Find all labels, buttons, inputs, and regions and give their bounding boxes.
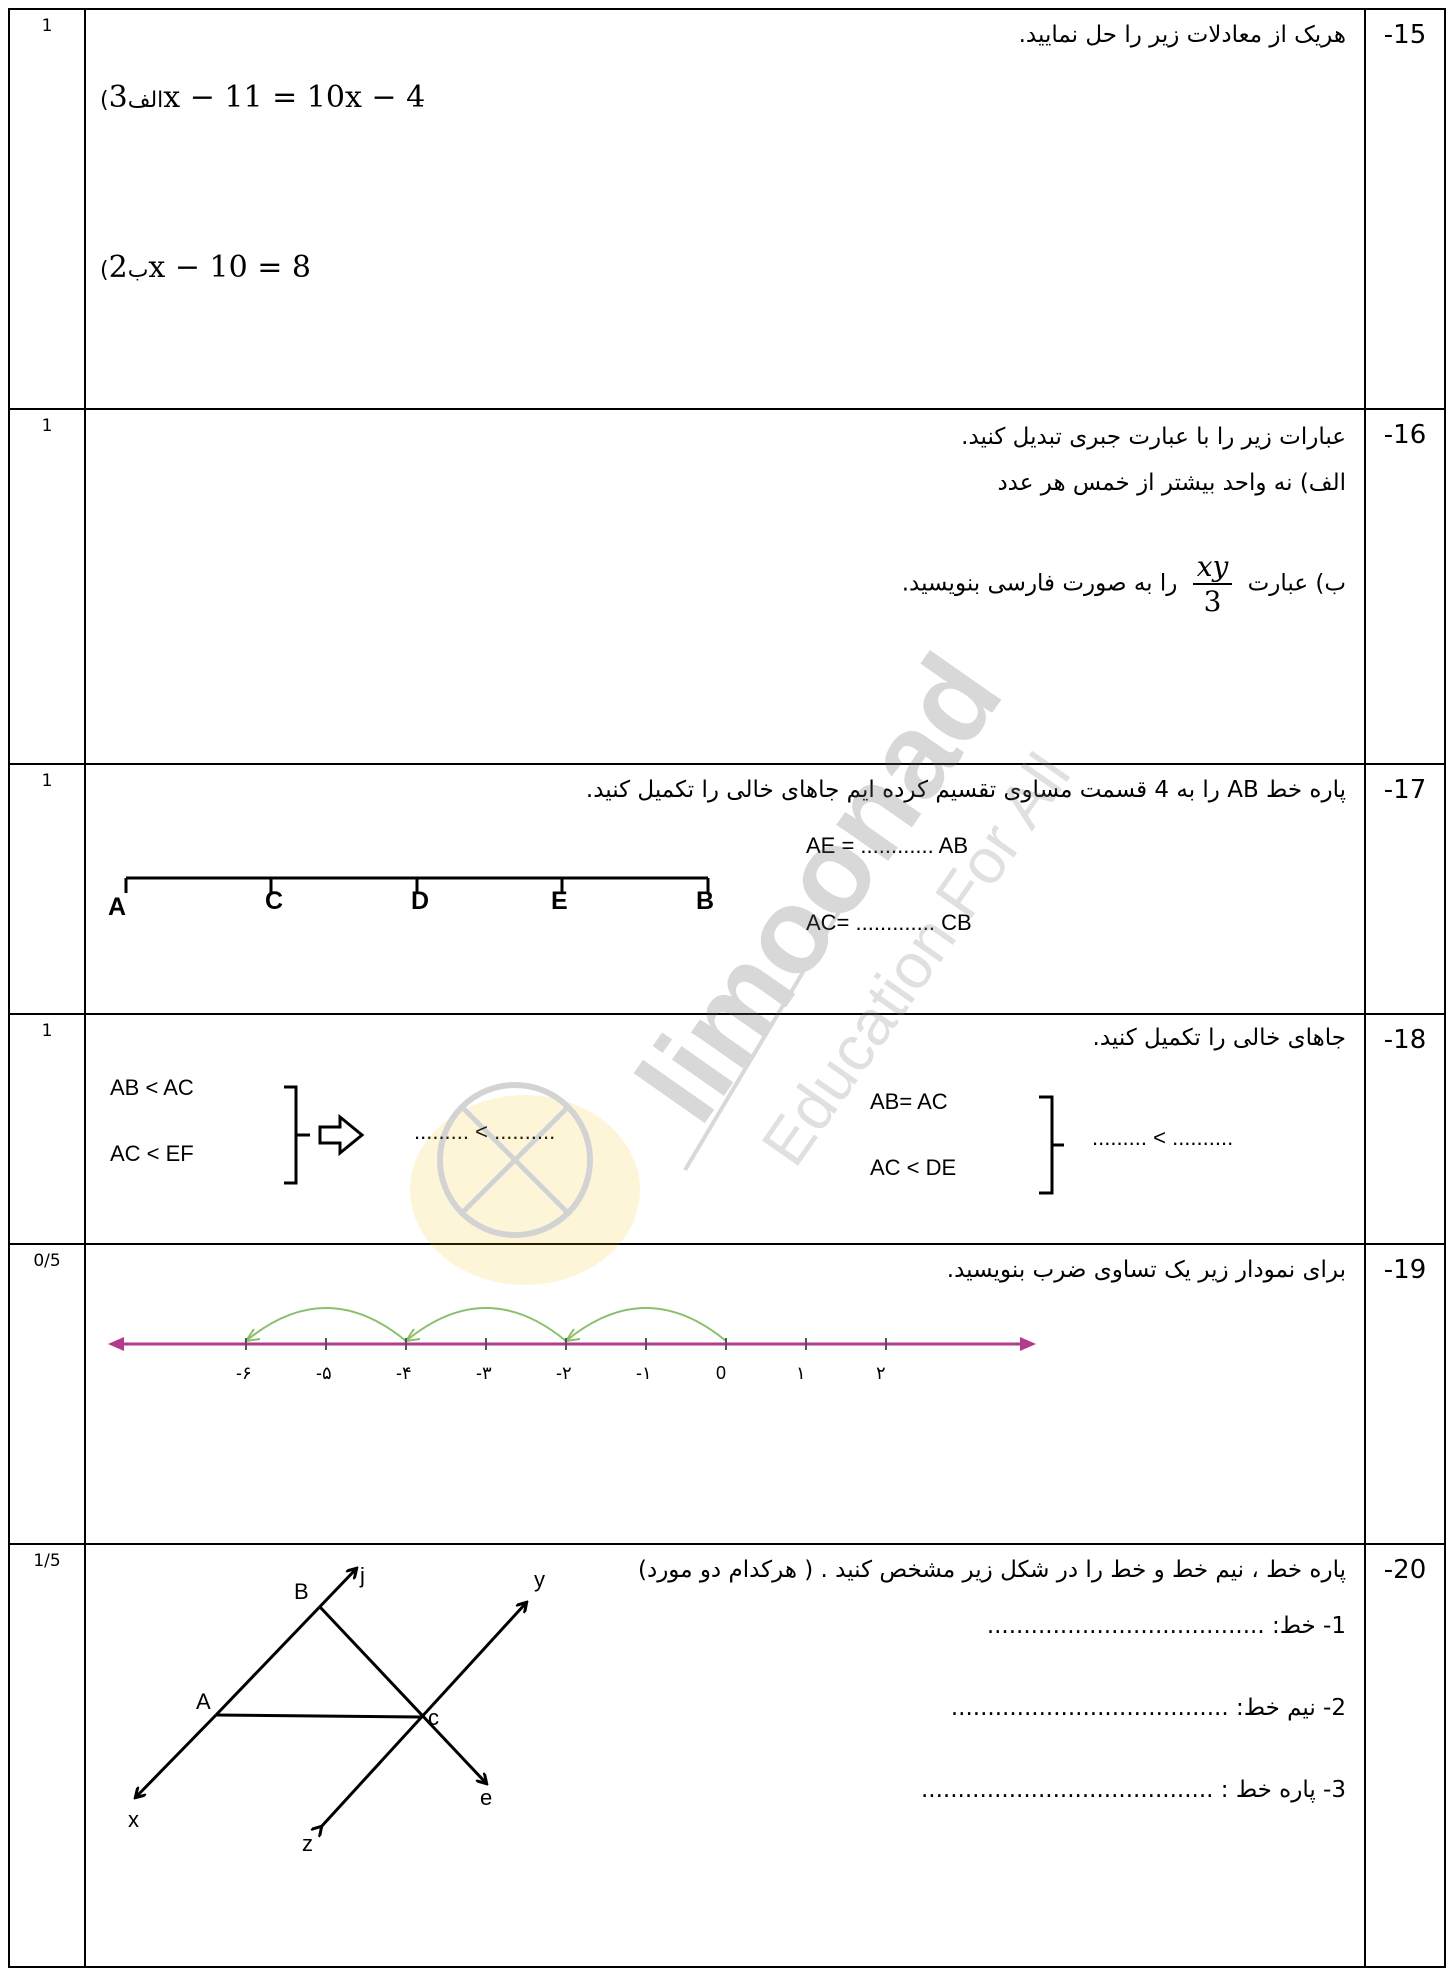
left-blank: ......... < .......... xyxy=(414,1119,556,1144)
part-a-text: الف) نه واحد بیشتر از خمس هر عدد xyxy=(997,470,1346,496)
question-title: پاره خط ، نیم خط و خط را در شکل زیر مشخص… xyxy=(637,1557,1346,1583)
exam-table: 1 هریک از معادلات زیر را حل نمایید. (الف… xyxy=(8,8,1446,1968)
question-number-cell: -18 xyxy=(1364,1013,1446,1245)
question-content-19: برای نمودار زیر یک تساوی ضرب بنویسید. -۶… xyxy=(84,1243,1366,1545)
ray-to-x xyxy=(136,1713,218,1797)
question-content-20: پاره خط ، نیم خط و خط را در شکل زیر مشخص… xyxy=(84,1543,1366,1968)
number-line-tick-label: -۲ xyxy=(556,1363,572,1383)
line-z-y xyxy=(321,1603,526,1827)
question-content-17: پاره خط AB را به 4 قسمت مساوی تقسیم کرده… xyxy=(84,763,1366,1015)
segment-ac xyxy=(215,1713,422,1719)
number-line-tick-label: ۲ xyxy=(876,1363,886,1383)
number-line-tick-label: -۱ xyxy=(636,1363,652,1383)
number-line-tick-label: -۴ xyxy=(396,1363,412,1383)
score-cell: 1 xyxy=(8,8,86,410)
point-label-e: E xyxy=(551,887,568,915)
number-line-tick-label: -۶ xyxy=(236,1363,252,1383)
question-number-cell: -15 xyxy=(1364,8,1446,410)
answer-segment: 3- پاره خط : ...........................… xyxy=(921,1777,1346,1803)
question-title: عبارات زیر را با عبارت جبری تبدیل کنید. xyxy=(961,424,1346,450)
score-cell: 1/5 xyxy=(8,1543,86,1968)
point-label-b: B xyxy=(696,887,715,915)
question-content-15: هریک از معادلات زیر را حل نمایید. (الف3x… xyxy=(84,8,1366,410)
label-x: x xyxy=(128,1807,139,1832)
label-e: e xyxy=(480,1785,493,1810)
question-content-18: جاهای خالی را تکمیل کنید. AB < AC AC < E… xyxy=(84,1013,1366,1245)
jump-arc-3 xyxy=(245,1307,407,1342)
question-number-cell: -19 xyxy=(1364,1243,1446,1545)
ray-to-e xyxy=(318,1605,486,1783)
right-premise-2: AC < DE xyxy=(870,1155,957,1180)
point-label-d: D xyxy=(411,887,430,915)
number-line-tick-label: -۳ xyxy=(476,1363,492,1383)
left-premise-1: AB < AC xyxy=(110,1075,194,1100)
implies-arrow-icon xyxy=(318,1113,365,1157)
question-row-16: 1 عبارات زیر را با عبارت جبری تبدیل کنید… xyxy=(8,408,1446,765)
question-number-cell: -16 xyxy=(1364,408,1446,765)
number-line-tick-label: 0 xyxy=(716,1363,727,1383)
equation-a: (الف3x − 11 = 10x − 4 xyxy=(100,80,426,115)
point-label-a: A xyxy=(108,893,127,921)
left-arrowhead-icon xyxy=(108,1337,124,1351)
segment-ab-figure xyxy=(124,876,710,893)
jump-arc-2 xyxy=(405,1307,567,1342)
question-content-16: عبارات زیر را با عبارت جبری تبدیل کنید. … xyxy=(84,408,1366,765)
question-row-17: 1 پاره خط AB را به 4 قسمت مساوی تقسیم کر… xyxy=(8,763,1446,1015)
label-b: B xyxy=(294,1579,309,1604)
question-title: جاهای خالی را تکمیل کنید. xyxy=(1092,1025,1346,1051)
score-cell: 0/5 xyxy=(8,1243,86,1545)
jump-arc-1 xyxy=(565,1307,727,1342)
question-row-18: 1 جاهای خالی را تکمیل کنید. AB < AC AC <… xyxy=(8,1013,1446,1245)
left-bracket xyxy=(284,1085,298,1185)
question-number-cell: -20 xyxy=(1364,1543,1446,1968)
point-label-c: C xyxy=(265,887,284,915)
question-row-20: 1/5 پاره خط ، نیم خط و خط را در شکل زیر … xyxy=(8,1543,1446,1968)
label-c: c xyxy=(428,1705,439,1730)
number-line-figure xyxy=(108,1307,1036,1351)
score-cell: 1 xyxy=(8,763,86,1015)
right-arrowhead-icon xyxy=(1020,1337,1036,1351)
left-premise-2: AC < EF xyxy=(110,1141,194,1166)
number-line-tick-label: -۵ xyxy=(316,1363,332,1383)
answer-ray: 2- نیم خط: .............................… xyxy=(950,1695,1346,1721)
label-z: z xyxy=(302,1831,313,1856)
ray-to-j xyxy=(214,1569,356,1717)
right-bracket xyxy=(1039,1095,1054,1195)
question-title: پاره خط AB را به 4 قسمت مساوی تقسیم کرده… xyxy=(585,777,1346,803)
brackets-figure xyxy=(284,1085,1064,1195)
label-a: A xyxy=(196,1689,211,1714)
question-title: هریک از معادلات زیر را حل نمایید. xyxy=(1018,22,1346,48)
question-number-cell: -17 xyxy=(1364,763,1446,1015)
question-title: برای نمودار زیر یک تساوی ضرب بنویسید. xyxy=(946,1257,1346,1283)
right-premise-1: AB= AC xyxy=(870,1089,948,1114)
answer-line: 1- خط: .................................… xyxy=(986,1613,1346,1639)
blank-ae-ab: AE = ............ AB xyxy=(806,833,969,858)
right-blank: ......... < .......... xyxy=(1092,1125,1234,1150)
number-line-tick-label: ۱ xyxy=(796,1363,806,1383)
question-row-15: 1 هریک از معادلات زیر را حل نمایید. (الف… xyxy=(8,8,1446,410)
score-cell: 1 xyxy=(8,1013,86,1245)
blank-ac-cb: AC= ............. CB xyxy=(806,910,972,935)
geometry-figure xyxy=(86,1545,1364,1968)
score-cell: 1 xyxy=(8,408,86,765)
question-row-19: 0/5 برای نمودار زیر یک تساوی ضرب بنویسید… xyxy=(8,1243,1446,1545)
equation-b: (ب2x − 10 = 8 xyxy=(100,250,312,285)
label-y: y xyxy=(534,1567,545,1592)
label-j: j xyxy=(360,1563,365,1588)
